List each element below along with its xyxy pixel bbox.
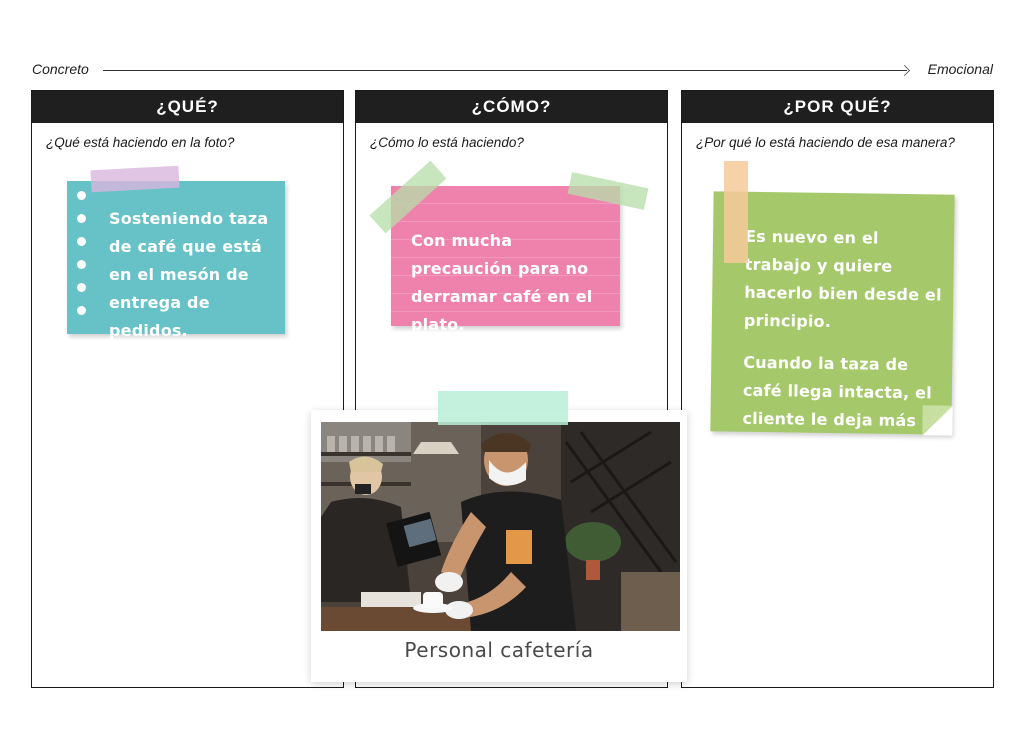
axis-label-emotional: Emocional [927,61,993,77]
sticky-note-what-text: Sosteniendo taza de café que está en el … [109,209,269,340]
cafe-staff-photo [321,422,680,631]
tape-purple [90,165,180,193]
tape-orange [724,161,748,263]
column-question-what: ¿Qué está haciendo en la foto? [46,135,235,150]
column-question-why: ¿Por qué lo está haciendo de esa manera? [696,135,955,150]
page-curl [922,405,953,436]
bullet-dots [77,191,86,329]
column-header-how: ¿CÓMO? [356,91,667,123]
photo-card: Personal cafetería [311,410,687,682]
axis-line [103,70,907,71]
arrow-right-icon [899,65,910,76]
tape-mint [438,391,568,425]
column-header-what: ¿QUÉ? [32,91,343,123]
photo-caption: Personal cafetería [404,638,594,662]
column-header-why: ¿POR QUÉ? [682,91,993,123]
column-question-how: ¿Cómo lo está haciendo? [370,135,524,150]
sticky-note-why-paragraph-2: Cuando la taza de café llega intacta, el… [741,352,932,457]
axis-label-concrete: Concreto [32,61,89,77]
sticky-note-how: Con mucha precaución para no derramar ca… [391,186,620,334]
sticky-note-what: Sosteniendo taza de café que está en el … [67,181,285,340]
sticky-note-why-paragraph-1: Es nuevo en el trabajo y quiere hacerlo … [743,226,942,331]
column-what: ¿QUÉ? ¿Qué está haciendo en la foto? [31,90,344,688]
sticky-note-how-text: Con mucha precaución para no derramar ca… [411,231,593,334]
